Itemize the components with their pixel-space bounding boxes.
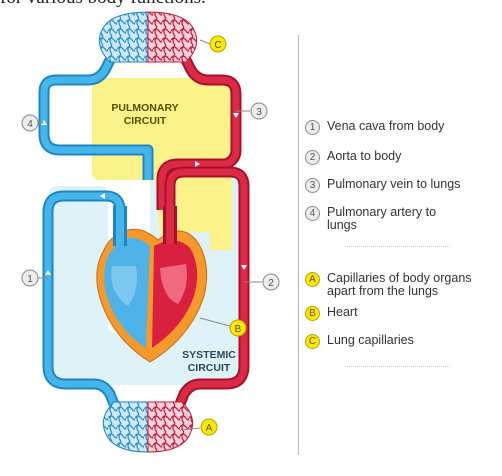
svg-text:A: A [206, 423, 213, 434]
systemic-circuit-label-line2: CIRCUIT [188, 362, 231, 374]
legend-badge-1: 1 [305, 120, 320, 135]
legend-item-1: 1 Vena cava from body [305, 120, 499, 135]
legend-text-4: Pulmonary artery to lungs [327, 206, 457, 232]
legend-item-3: 3 Pulmonary vein to lungs [305, 178, 499, 193]
svg-text:B: B [235, 324, 242, 335]
pulmonary-circuit-label-line1: PULMONARY [111, 102, 178, 114]
circulation-diagram: PULMONARY CIRCUIT SYSTEMIC CIRCUIT 4 3 1… [0, 0, 300, 476]
legend-badge-b: B [305, 306, 320, 321]
callout-2: 2 [263, 274, 279, 290]
legend-item-b: B Heart [305, 306, 499, 321]
legend-badge-4: 4 [305, 206, 320, 221]
legend-item-4: 4 Pulmonary artery to lungs [305, 206, 457, 232]
callout-4: 4 [22, 115, 38, 131]
callout-a: A [201, 419, 217, 435]
callout-1: 1 [22, 270, 38, 286]
legend-badge-3: 3 [305, 178, 320, 193]
lung-capillaries [99, 12, 196, 62]
svg-text:3: 3 [256, 107, 262, 118]
legend-item-a: A Capillaries of body organs apart from … [305, 272, 499, 298]
svg-text:1: 1 [27, 274, 33, 285]
pulmonary-circuit-label-line2: CIRCUIT [124, 115, 167, 127]
legend-separator-bottom [345, 366, 450, 367]
legend-badge-c: C [305, 334, 320, 349]
legend-text-3: Pulmonary vein to lungs [327, 178, 499, 191]
legend-divider [298, 35, 299, 455]
legend-item-2: 2 Aorta to body [305, 150, 499, 165]
callout-3: 3 [251, 103, 267, 119]
callout-c: C [210, 36, 226, 52]
systemic-circuit-label-line1: SYSTEMIC [182, 349, 236, 361]
svg-text:C: C [214, 40, 221, 51]
body-capillaries [103, 402, 192, 452]
legend-text-a: Capillaries of body organs apart from th… [327, 272, 499, 298]
legend-text-2: Aorta to body [327, 150, 499, 163]
legend-badge-a: A [305, 272, 320, 287]
legend-separator [345, 246, 450, 247]
legend-text-c: Lung capillaries [327, 334, 499, 347]
legend-badge-2: 2 [305, 150, 320, 165]
svg-text:4: 4 [27, 119, 33, 130]
legend-text-b: Heart [327, 306, 499, 319]
legend-text-1: Vena cava from body [327, 120, 499, 133]
callout-b: B [230, 320, 246, 336]
svg-text:2: 2 [268, 278, 274, 289]
legend-item-c: C Lung capillaries [305, 334, 499, 349]
